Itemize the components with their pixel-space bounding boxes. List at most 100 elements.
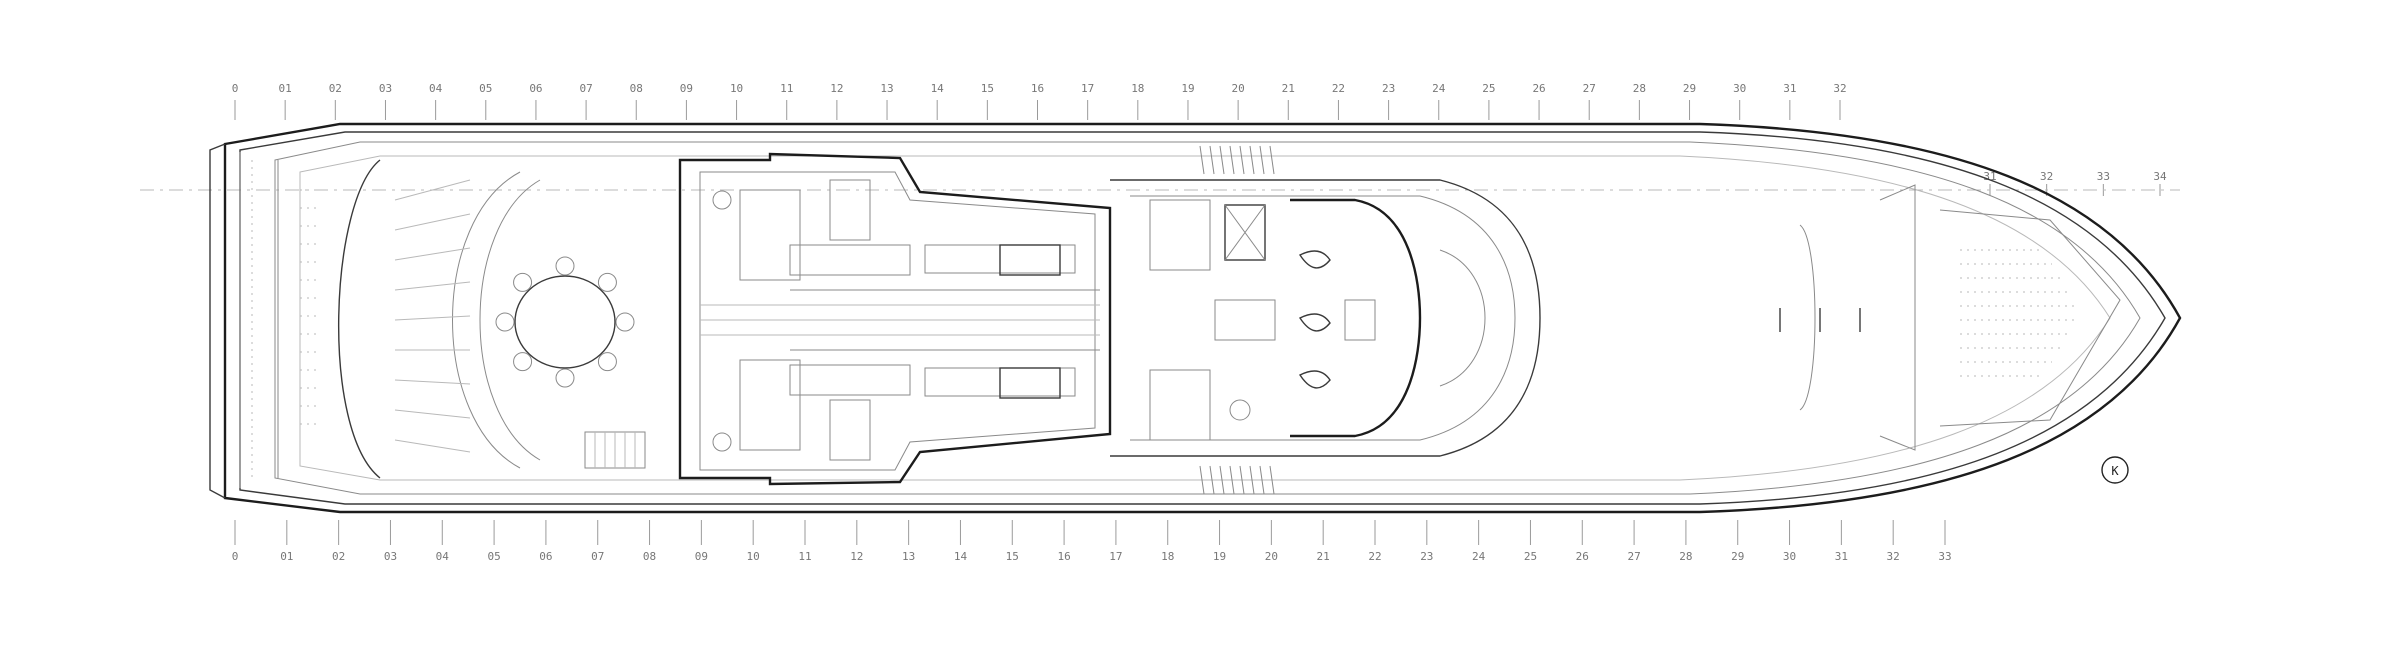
- top-frame-label: 05: [479, 82, 492, 95]
- top-frame-label: 08: [630, 82, 643, 95]
- hatch-line: [394, 409, 471, 419]
- top-frame-label: 02: [329, 82, 342, 95]
- top-frame-label: 10: [730, 82, 743, 95]
- dining-chairs: [495, 256, 635, 388]
- callout-mark: K: [2111, 464, 2119, 478]
- stair-step: [1219, 145, 1225, 175]
- aft-deck-seating-arc-2: [479, 179, 541, 461]
- top-frame-label: 15: [981, 82, 994, 95]
- top-frame-label: 17: [1081, 82, 1094, 95]
- deck-edge-line: [299, 155, 2111, 481]
- salon-interior: [584, 179, 1100, 469]
- aft-deck-boundary: [338, 159, 381, 479]
- stair-step: [1249, 145, 1255, 175]
- bottom-frame-label: 20: [1265, 550, 1278, 563]
- bottom-frame-label: 19: [1213, 550, 1226, 563]
- bottom-frame-label: 08: [643, 550, 656, 563]
- top-frame-label: 14: [931, 82, 945, 95]
- stair-step: [1249, 465, 1255, 495]
- bottom-frame-label: 25: [1524, 550, 1537, 563]
- stair-step: [1199, 145, 1205, 175]
- hatch-line: [394, 179, 471, 201]
- stair-step: [1239, 145, 1245, 175]
- bow-frame-label: 31: [1983, 170, 1996, 183]
- top-frame-label: 16: [1031, 82, 1044, 95]
- transom: [209, 143, 226, 499]
- top-frame-label: 09: [680, 82, 693, 95]
- top-frame-label: 21: [1282, 82, 1295, 95]
- bottom-frame-label: 01: [280, 550, 293, 563]
- bottom-frame-label: 11: [798, 550, 811, 563]
- top-frame-label: 29: [1683, 82, 1696, 95]
- wheelhouse-inner: [1130, 195, 1516, 441]
- hatch-line: [394, 281, 471, 291]
- bow-frame-label: 34: [2153, 170, 2167, 183]
- top-frame-label: 27: [1583, 82, 1596, 95]
- bottom-frame-label: 06: [539, 550, 552, 563]
- top-frame-label: 03: [379, 82, 392, 95]
- hull-inner-line-1: [239, 131, 2166, 505]
- bottom-frame-label: 23: [1420, 550, 1433, 563]
- dining-table: [514, 275, 616, 369]
- hatch-line: [394, 439, 471, 453]
- callout-circle: [2101, 456, 2129, 484]
- wheelhouse-interior: [1149, 199, 1486, 441]
- hatch-line: [394, 247, 471, 261]
- bottom-frame-label: 12: [850, 550, 863, 563]
- bow-deck-hatching: [1960, 249, 2076, 377]
- bottom-frame-label: 14: [954, 550, 968, 563]
- top-frame-label: 31: [1783, 82, 1796, 95]
- bottom-frame-label: 33: [1938, 550, 1951, 563]
- bottom-frame-label: 30: [1783, 550, 1796, 563]
- top-frame-label: 28: [1633, 82, 1646, 95]
- stair-step: [1199, 465, 1205, 495]
- aft-deck-seating-arc: [452, 171, 521, 469]
- salon-inner-wall: [699, 171, 1096, 471]
- top-frame-label: 20: [1232, 82, 1245, 95]
- bottom-frame-label: 05: [487, 550, 500, 563]
- stair-step: [1259, 145, 1265, 175]
- dining-chair: [597, 272, 617, 292]
- top-frame-label: 12: [830, 82, 843, 95]
- stairs-starboard: [1199, 465, 1275, 495]
- stair-step: [1209, 145, 1215, 175]
- stairs-port: [1199, 145, 1275, 175]
- top-frame-label: 26: [1532, 82, 1545, 95]
- top-frame-label: 19: [1181, 82, 1194, 95]
- foredeck-boundary: [1879, 184, 1916, 451]
- hull-inner-line-2: [274, 141, 2141, 495]
- stair-step: [1229, 145, 1235, 175]
- bottom-frame-label: 10: [747, 550, 760, 563]
- bottom-frame-label: 28: [1679, 550, 1692, 563]
- hull-outline: [223, 122, 2182, 514]
- top-frame-label: 11: [780, 82, 793, 95]
- top-frame-label: 18: [1131, 82, 1144, 95]
- stair-step: [1209, 465, 1215, 495]
- dining-chair: [513, 272, 533, 292]
- top-frame-label: 13: [880, 82, 893, 95]
- foredeck-sunpad: [1799, 224, 1816, 411]
- hatch-line: [394, 379, 471, 385]
- bottom-frame-label: 0: [232, 550, 239, 563]
- bow-frame-label: 32: [2040, 170, 2053, 183]
- bottom-frame-label: 15: [1006, 550, 1019, 563]
- dining-chair: [615, 312, 635, 332]
- salon-superstructure: [678, 152, 1112, 486]
- top-frame-label: 07: [579, 82, 592, 95]
- dining-chair: [555, 368, 575, 388]
- top-frame-label: 0: [232, 82, 239, 95]
- stair-step: [1259, 465, 1265, 495]
- bottom-frame-label: 21: [1317, 550, 1330, 563]
- bottom-frame-label: 29: [1731, 550, 1744, 563]
- helm-console: [1290, 198, 1422, 438]
- wheelhouse: [1110, 179, 1541, 457]
- bottom-frame-label: 02: [332, 550, 345, 563]
- top-frame-label: 32: [1833, 82, 1846, 95]
- hatch-line: [394, 213, 471, 231]
- bottom-frame-label: 09: [695, 550, 708, 563]
- dining-chair: [495, 312, 515, 332]
